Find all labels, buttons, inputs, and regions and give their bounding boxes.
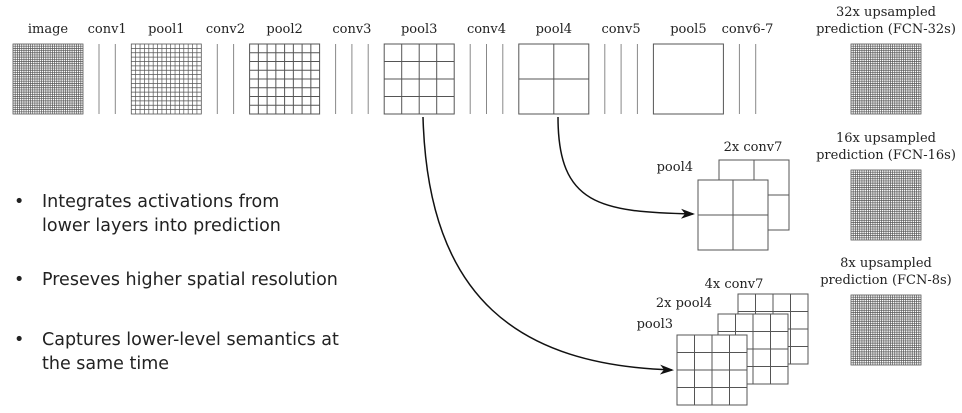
predictions: 32x upsampled prediction (FCN-32s) 16x ups… [816,5,956,366]
layer-conv6-7 [738,44,757,114]
layer-label-pool5: pool5 [670,22,706,37]
stack8-label-pool4: 2x pool4 [656,296,712,311]
prediction-title-line1: 8x upsampled [840,256,932,271]
prediction-title-line1: 32x upsampled [836,5,936,20]
bullet-text-line2: the same time [42,354,170,374]
fcn8-stack: 4x conv7 2x pool4 pool3 [637,277,809,406]
layer-label-pool2: pool2 [266,22,302,37]
skip-arrow-pool4 [557,116,695,219]
layer-pool5 [652,43,724,115]
stack8-pool3 [676,334,748,406]
fcn16-stack: 2x conv7 pool4 [657,140,790,251]
layer-label-pool1: pool1 [148,22,184,37]
layer-label-conv4: conv4 [467,22,506,37]
stack8-label-conv7: 4x conv7 [705,277,764,292]
prediction-title-line1: 16x upsampled [836,131,936,146]
bullet-list: • Integrates activations from lower laye… [14,190,394,406]
layer-pool4 [518,43,590,115]
prediction-title-line2: prediction (FCN-32s) [816,22,956,37]
layer-image [12,43,84,115]
bullet-dot: • [14,330,25,350]
layer-conv2 [216,44,235,114]
layer-pool1 [130,43,202,115]
layer-conv1 [98,44,116,114]
prediction-title-line2: prediction (FCN-8s) [820,273,952,288]
layer-label-conv6-7: conv6-7 [722,22,774,37]
prediction-output-0 [850,43,922,115]
layer-label-conv1: conv1 [88,22,127,37]
stack16-label-conv7: 2x conv7 [724,140,783,155]
skip-arrow-pool3 [422,116,674,375]
bullet-dot: • [14,270,25,290]
bullet-text-line1: Preseves higher spatial resolution [42,270,338,290]
bullet-item: • Preseves higher spatial resolution [14,268,394,292]
layer-label-image: image [28,22,69,37]
layer-label-conv3: conv3 [332,22,371,37]
bullet-dot: • [14,192,25,212]
stack8-label-pool3: pool3 [637,317,673,332]
bullet-item: • Captures lower-level semantics at the … [14,328,394,376]
layer-pool3 [383,43,455,115]
layer-conv4 [469,44,504,114]
layer-label-conv2: conv2 [206,22,245,37]
prediction-output-1 [850,169,922,241]
prediction-output-2 [850,294,922,366]
layer-label-pool3: pool3 [401,22,437,37]
layer-label-pool4: pool4 [536,22,572,37]
layer-label-conv5: conv5 [602,22,641,37]
bullet-text-line1: Captures lower-level semantics at [42,330,339,350]
layer-conv5 [604,44,638,114]
layer-pool2 [249,43,321,115]
layer-conv3 [335,44,369,114]
layer-row: image conv1 pool1 conv2 pool2 conv3 pool3 conv4… [12,22,774,115]
bullet-item: • Integrates activations from lower laye… [14,190,394,238]
bullet-text-line1: Integrates activations from [42,192,280,212]
stack16-pool4 [697,179,769,251]
prediction-title-line2: prediction (FCN-16s) [816,148,956,163]
stack16-label-pool4: pool4 [657,160,693,175]
bullet-text-line2: lower layers into prediction [42,216,281,236]
